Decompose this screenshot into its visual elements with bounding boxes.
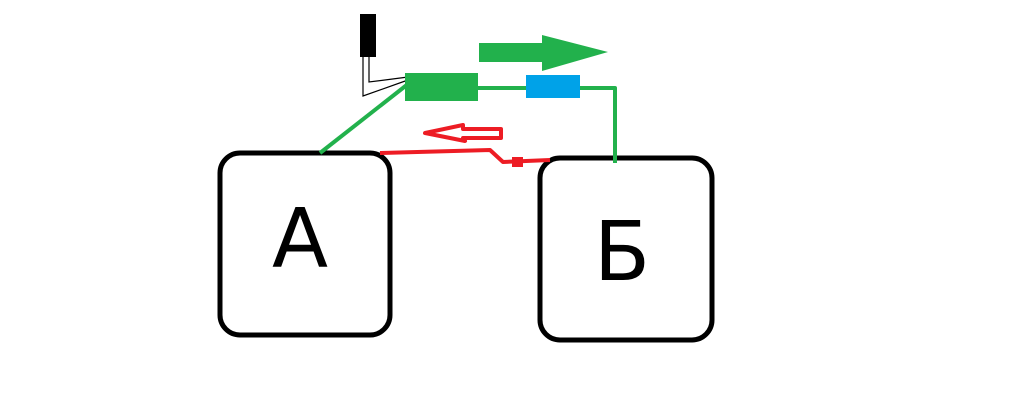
box-a (217, 150, 393, 338)
box-a-label: А (272, 192, 328, 287)
red-wire (379, 148, 551, 164)
green-arrow-right (479, 35, 608, 71)
box-b-label: Б (594, 205, 650, 300)
blue-component (526, 75, 580, 98)
box-b (537, 155, 715, 343)
sensor-wire (368, 57, 409, 83)
green-component (405, 73, 478, 101)
green-wire-diagonal (318, 82, 410, 155)
red-component (512, 157, 523, 167)
red-arrow-left (423, 123, 503, 143)
green-wire (477, 86, 617, 163)
sensor-block (360, 14, 376, 57)
sensor-wire (362, 57, 409, 97)
